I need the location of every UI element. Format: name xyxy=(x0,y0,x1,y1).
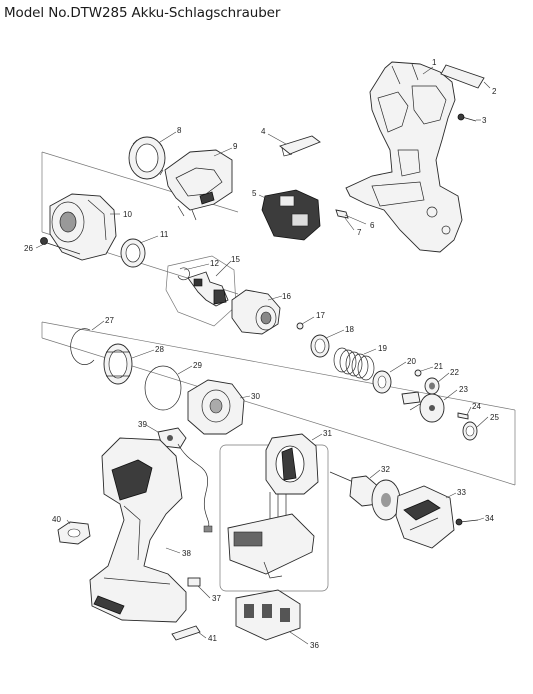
stator-31 xyxy=(265,433,319,532)
anvil-15 xyxy=(187,271,229,307)
screw-34 xyxy=(455,518,479,526)
model-number: Model No.DTW285 xyxy=(4,5,128,21)
part-label-2: 2 xyxy=(492,87,497,96)
leader-lines xyxy=(35,66,491,645)
part-label-29: 29 xyxy=(193,361,202,370)
part-label-36: 36 xyxy=(310,641,319,650)
controller-board xyxy=(227,513,315,579)
steel-ball-17 xyxy=(296,322,304,330)
part-label-18: 18 xyxy=(345,325,354,334)
housing-right xyxy=(345,61,463,253)
switch-lever xyxy=(279,135,321,157)
motor-cover-33 xyxy=(395,485,455,549)
switch-unit xyxy=(261,189,321,241)
gear-housing-30 xyxy=(187,379,245,435)
part-label-10: 10 xyxy=(123,210,132,219)
ring-25 xyxy=(462,421,478,441)
spring-19 xyxy=(333,347,375,381)
part-label-19: 19 xyxy=(378,344,387,353)
part-label-16: 16 xyxy=(282,292,291,301)
o-ring-27 xyxy=(70,328,95,365)
housing-left-38 xyxy=(89,437,187,623)
part-label-17: 17 xyxy=(316,311,325,320)
part-label-26: 26 xyxy=(24,244,33,253)
name-plate xyxy=(440,64,485,89)
part-label-23: 23 xyxy=(459,385,468,394)
hammer-case-10 xyxy=(49,193,117,261)
bumper-9 xyxy=(164,149,233,221)
part-label-25: 25 xyxy=(490,413,499,422)
part-label-3: 3 xyxy=(482,116,487,125)
screw-3 xyxy=(457,113,477,122)
part-label-15: 15 xyxy=(231,255,240,264)
part-label-21: 21 xyxy=(434,362,443,371)
steel-ball-21 xyxy=(414,369,422,377)
part-label-7: 7 xyxy=(357,228,362,237)
retaining-ring-12 xyxy=(177,267,190,281)
part-label-4: 4 xyxy=(261,127,266,136)
part-label-20: 20 xyxy=(407,357,416,366)
part-label-9: 9 xyxy=(233,142,238,151)
o-ring-29 xyxy=(144,365,182,411)
rotor-32 xyxy=(329,471,401,521)
part-label-30: 30 xyxy=(251,392,260,401)
part-label-32: 32 xyxy=(381,465,390,474)
part-label-22: 22 xyxy=(450,368,459,377)
ring-8 xyxy=(128,136,166,180)
part-label-34: 34 xyxy=(485,514,494,523)
part-label-24: 24 xyxy=(472,402,481,411)
anvil-box xyxy=(165,255,237,327)
part-label-11: 11 xyxy=(160,230,169,239)
part-label-8: 8 xyxy=(177,126,182,135)
part-label-6: 6 xyxy=(370,221,375,230)
part-label-1: 1 xyxy=(432,58,437,67)
screw-26 xyxy=(40,237,81,255)
part-label-27: 27 xyxy=(105,316,114,325)
gear-22 xyxy=(424,377,440,395)
part-label-33: 33 xyxy=(457,488,466,497)
part-label-31: 31 xyxy=(323,429,332,438)
product-name: Akku-Schlagschrauber xyxy=(131,5,281,21)
washer-18 xyxy=(310,334,330,358)
part-label-5: 5 xyxy=(252,189,257,198)
part-label-40: 40 xyxy=(52,515,61,524)
part-label-39: 39 xyxy=(138,420,147,429)
part-label-41: 41 xyxy=(208,634,217,643)
gear-ring-28 xyxy=(103,343,133,385)
part-label-38: 38 xyxy=(182,549,191,558)
part-label-12: 12 xyxy=(210,259,219,268)
part-labels: 1 2 3 4 5 6 7 8 9 10 11 12 15 16 17 18 1… xyxy=(24,58,499,650)
spindle-23 xyxy=(401,391,445,423)
pin-37 xyxy=(187,577,201,587)
switch-cover-40 xyxy=(57,521,91,545)
washer-20 xyxy=(372,370,392,394)
part-label-37: 37 xyxy=(212,594,221,603)
hammer-16 xyxy=(231,289,281,335)
strap-41 xyxy=(171,625,201,641)
part-label-28: 28 xyxy=(155,345,164,354)
washer-11 xyxy=(120,238,146,268)
led-wire xyxy=(177,443,213,533)
pin-24 xyxy=(457,412,469,420)
pin-6 xyxy=(335,209,349,219)
terminal-36 xyxy=(235,589,301,641)
